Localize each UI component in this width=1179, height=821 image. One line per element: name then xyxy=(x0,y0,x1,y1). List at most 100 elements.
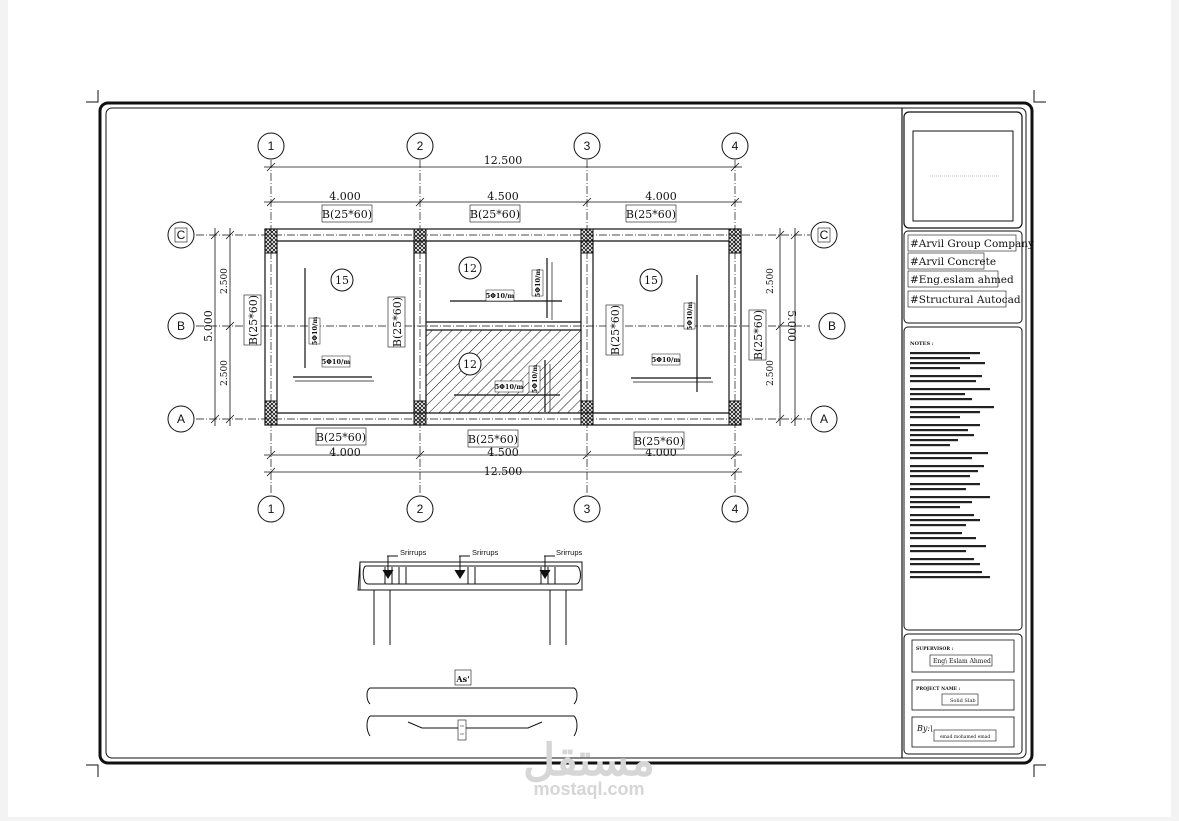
notes-text-line xyxy=(910,563,980,566)
notes-text-line xyxy=(910,375,982,378)
logo-box xyxy=(903,111,1023,229)
rebar-label-1: 5Φ10/m xyxy=(311,317,319,346)
notes-text-line xyxy=(910,532,962,535)
notes-text-line xyxy=(910,571,982,574)
notes-text-line xyxy=(910,398,972,401)
tag-4: #Structural Autocad xyxy=(910,294,1021,306)
beam-labels: B(25*60) B(25*60) B(25*60) B(25*60) B(25… xyxy=(243,204,767,450)
notes-text-line xyxy=(910,357,970,360)
stirrup-label-1: Srirrups xyxy=(400,548,427,557)
svg-text:15: 15 xyxy=(335,274,349,287)
dim-right-part-2: 2.500 xyxy=(766,360,776,386)
column-a3 xyxy=(580,400,594,426)
grid-bubble-top-3: 3 xyxy=(573,132,601,160)
svg-text:4: 4 xyxy=(732,139,739,153)
notes-text-line xyxy=(910,444,950,447)
crop-marks xyxy=(86,90,1046,777)
notes-text-line xyxy=(910,496,990,499)
dim-span-top-1: 4.000 xyxy=(329,190,361,203)
notes-text-line xyxy=(910,406,994,409)
notes-text-line xyxy=(910,501,972,504)
sheet-frame-inner xyxy=(105,107,1027,759)
notes-text-line xyxy=(910,550,966,553)
dimension-lines xyxy=(210,162,800,477)
slab-label-3: 12 xyxy=(458,352,482,376)
svg-text:B: B xyxy=(177,319,185,333)
beam-label-top-1: B(25*60) xyxy=(322,208,372,221)
dim-span-top-3: 4.000 xyxy=(645,190,677,203)
notes-text-line xyxy=(910,362,985,365)
svg-text:3: 3 xyxy=(584,139,591,153)
grid-lines xyxy=(196,160,810,495)
notes-text-line xyxy=(910,537,976,540)
watermark-latin: mostaql.com xyxy=(533,779,644,799)
dim-left-part-1: 2.500 xyxy=(220,268,230,294)
beam-label-bottom-2: B(25*60) xyxy=(468,433,518,446)
notes-text-line xyxy=(910,506,960,509)
grid-bubbles: 1 2 3 4 1 2 3 4 C B A C B A xyxy=(167,132,846,523)
grid-bubble-left-c: C xyxy=(167,221,195,249)
notes-text-line xyxy=(910,558,974,561)
beam-label-vertical-1: B(25*60) xyxy=(247,295,260,345)
grid-bubble-top-2: 2 xyxy=(406,132,434,160)
grid-bubble-top-1: 1 xyxy=(257,132,285,160)
svg-text:B: B xyxy=(828,319,836,333)
slab-label-1: 15 xyxy=(330,268,354,292)
slab-labels: 15 12 12 15 xyxy=(330,256,663,376)
dim-span-bottom-2: 4.500 xyxy=(487,446,519,459)
tag-3: #Eng.eslam ahmed xyxy=(910,274,1014,286)
notes-text-line xyxy=(910,483,980,486)
notes-text-line xyxy=(910,424,980,427)
rebar-label-8: 5Φ10/m xyxy=(652,356,681,364)
notes-text-line xyxy=(910,545,986,548)
notes-text-line xyxy=(910,367,960,370)
dim-span-bottom-1: 4.000 xyxy=(329,446,361,459)
beam-label-vertical-2: B(25*60) xyxy=(391,297,404,347)
column-c3 xyxy=(580,228,594,254)
grid-bubble-bottom-1: 1 xyxy=(257,495,285,523)
rebar-label-6: 5Φ10/m xyxy=(531,365,539,394)
beam-label-vertical-3: B(25*60) xyxy=(609,305,622,355)
title-block: #Arvil Group Company #Arvil Concrete #En… xyxy=(903,111,1034,755)
grid-bubble-right-a: A xyxy=(810,405,838,433)
tags-box xyxy=(903,230,1023,324)
stirrup-label-3: Srirrups xyxy=(556,548,583,557)
notes-text-line xyxy=(910,393,965,396)
grid-bubble-left-b: B xyxy=(167,312,195,340)
svg-text:C: C xyxy=(177,228,186,242)
notes-text-line xyxy=(910,470,978,473)
notes-text-line xyxy=(910,352,980,355)
rebar-label-2: 5Φ10/m xyxy=(322,358,351,366)
dimension-texts: 12.500 4.000 4.500 4.000 4.000 4.500 4.0… xyxy=(202,154,798,478)
notes-text-line xyxy=(910,416,960,419)
mostaql-watermark: مستقل mostaql.com xyxy=(523,736,655,799)
notes-text-line xyxy=(910,452,988,455)
notes-text-line xyxy=(910,439,958,442)
grid-bubble-bottom-2: 2 xyxy=(406,495,434,523)
svg-text:C: C xyxy=(820,228,829,242)
svg-text:A: A xyxy=(177,412,185,426)
tag-2: #Arvil Concrete xyxy=(910,256,996,268)
column-c4 xyxy=(728,228,742,254)
rebar-labels: 5Φ10/m 5Φ10/m 5Φ10/m 5Φ10/m 5Φ10/m 5Φ10/… xyxy=(308,269,696,394)
rebar-label-5: 5Φ10/m xyxy=(495,383,524,391)
beam-section-detail xyxy=(357,555,583,645)
project-label: PROJECT NAME : xyxy=(916,686,961,692)
info-box xyxy=(903,633,1023,755)
grid-bubble-left-a: A xyxy=(167,405,195,433)
column-a4 xyxy=(728,400,742,426)
column-a2 xyxy=(413,400,427,426)
slab-label-2: 12 xyxy=(458,256,482,280)
rebar-shape-detail xyxy=(366,669,578,741)
notes-text-line xyxy=(910,488,966,491)
sheet-frame-outer xyxy=(98,101,1034,765)
reinforcement-bars xyxy=(293,258,713,412)
svg-text:15: 15 xyxy=(644,274,658,287)
svg-text:A: A xyxy=(820,412,828,426)
notes-text-line xyxy=(910,411,980,414)
supervisor-label: SUPERVISOR : xyxy=(916,646,954,652)
svg-text:12: 12 xyxy=(463,358,477,371)
beam-label-bottom-1: B(25*60) xyxy=(316,431,366,444)
